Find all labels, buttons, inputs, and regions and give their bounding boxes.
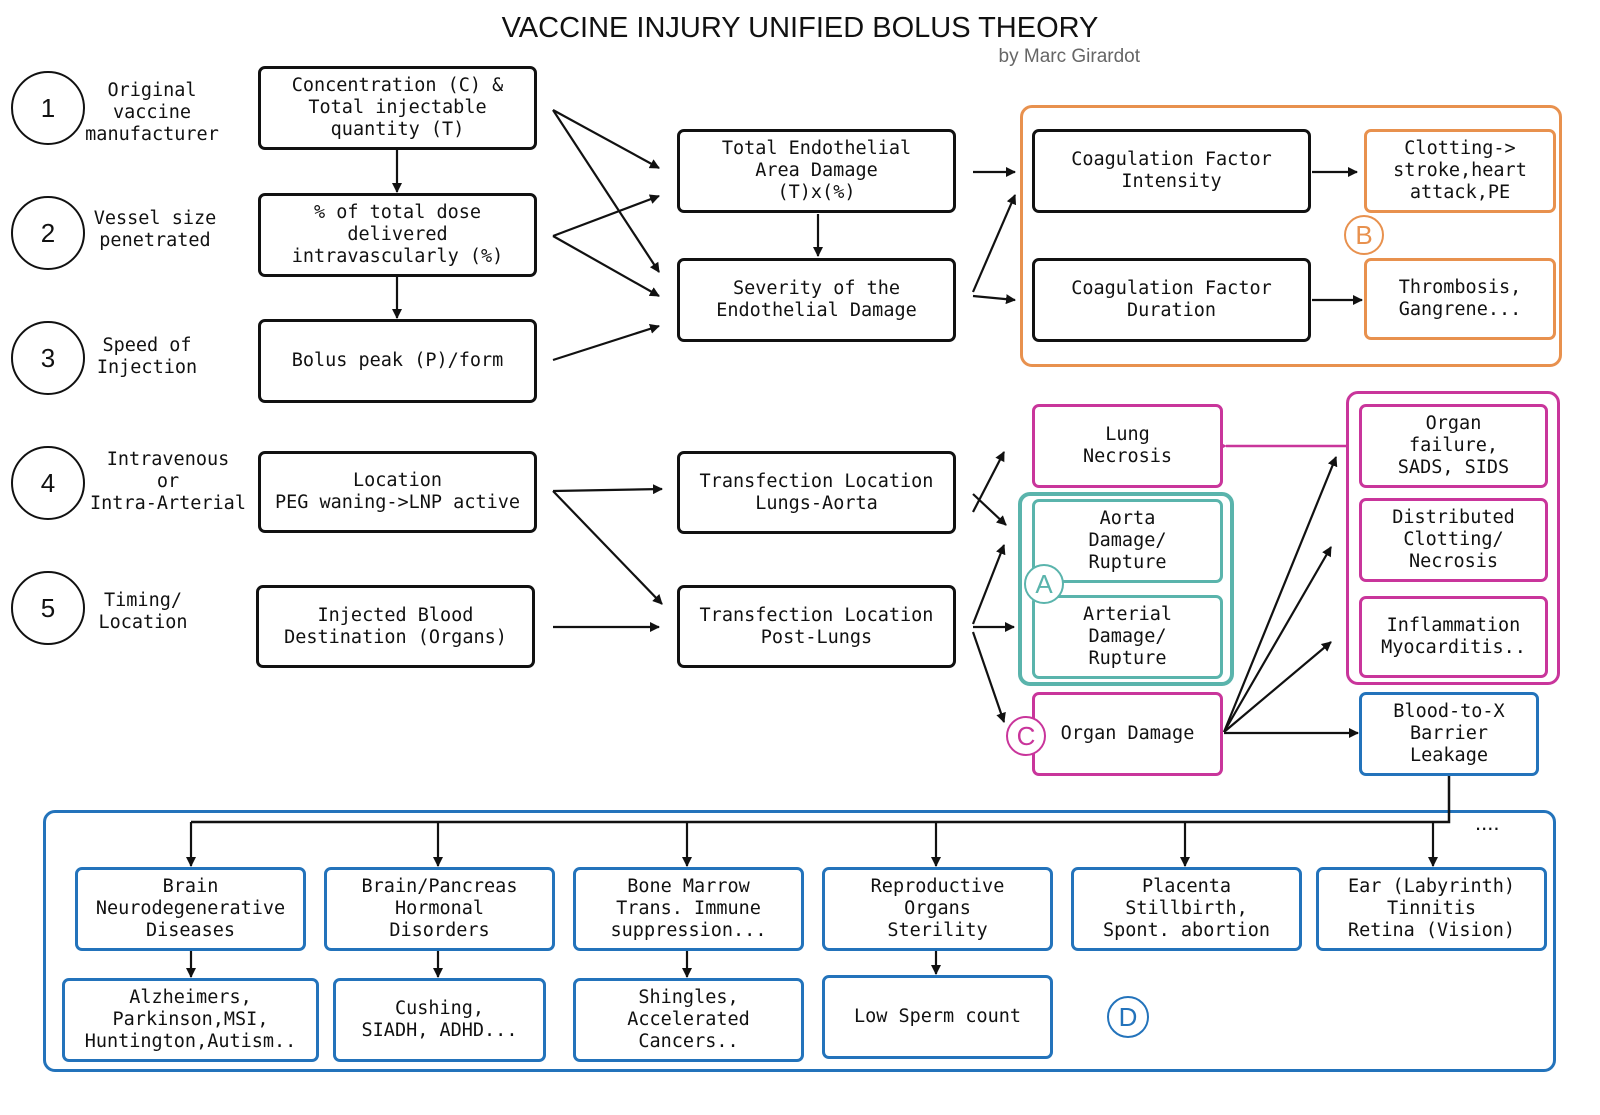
transfection-lungs-box: Transfection Location Lungs-Aorta [677,451,956,534]
clotting-outcome-box: Clotting-> stroke,heart attack,PE [1364,129,1556,213]
badge-b: B [1344,215,1384,255]
factor-1-label: Original vaccine manufacturer [85,80,219,145]
concentration-box: Concentration (C) & Total injectable qua… [258,66,537,150]
lung-necrosis-box: Lung Necrosis [1032,404,1223,488]
factor-5-number: 5 [11,571,85,645]
endothelial-severity-box: Severity of the Endothelial Damage [677,258,956,342]
outcome-brain-hormonal: Brain/Pancreas Hormonal Disorders [324,867,555,951]
diagram-author: by Marc Girardot [998,46,1140,67]
factor-1-number: 1 [11,71,85,145]
aorta-damage-box: Aorta Damage/ Rupture [1032,499,1223,583]
organ-failure-box: Organ failure, SADS, SIDS [1359,404,1548,488]
total-endothelial-area-box: Total Endothelial Area Damage (T)x(%) [677,129,956,213]
coagulation-group-b [1020,105,1562,367]
outcome-brain-neuro: Brain Neurodegenerative Diseases [75,867,306,951]
percent-dose-box: % of total dose delivered intravascularl… [258,193,537,277]
inflammation-box: Inflammation Myocarditis.. [1359,596,1548,678]
factor-2-label: Vessel size penetrated [93,208,217,251]
outcomes-group-d [43,810,1556,1072]
arterial-damage-box: Arterial Damage/ Rupture [1032,595,1223,679]
factor-5-label: Timing/ Location [98,590,188,633]
blood-barrier-leakage-box: Blood-to-X Barrier Leakage [1359,692,1539,776]
vascular-damage-group-a [1018,492,1234,686]
more-outcomes-ellipsis: .... [1475,810,1500,835]
transfection-post-lungs-box: Transfection Location Post-Lungs [677,585,956,668]
factor-3-label: Speed of Injection [96,335,198,378]
factor-2-number: 2 [11,196,85,270]
factor-3-number: 3 [11,321,85,395]
coagulation-duration-box: Coagulation Factor Duration [1032,258,1311,342]
coagulation-intensity-box: Coagulation Factor Intensity [1032,129,1311,213]
outcome-brain-neuro-diseases: Alzheimers, Parkinson,MSI, Huntington,Au… [62,978,319,1062]
outcome-ear-retina: Ear (Labyrinth) Tinnitis Retina (Vision) [1316,867,1547,951]
diagram-title: VACCINE INJURY UNIFIED BOLUS THEORY [501,12,1099,44]
bolus-peak-box: Bolus peak (P)/form [258,319,537,403]
factor-4-number: 4 [11,446,85,520]
outcome-reproductive: Reproductive Organs Sterility [822,867,1053,951]
location-box: Location PEG waning->LNP active [258,451,537,533]
organ-effects-group [1346,391,1560,685]
outcome-fertility-condition: Low Sperm count [822,975,1053,1059]
badge-c: C [1006,716,1046,756]
outcome-hormonal-conditions: Cushing, SIADH, ADHD... [333,978,546,1062]
blood-destination-box: Injected Blood Destination (Organs) [256,585,535,668]
organ-damage-box: Organ Damage [1032,692,1223,776]
distributed-clotting-box: Distributed Clotting/ Necrosis [1359,498,1548,582]
outcome-placenta: Placenta Stillbirth, Spont. abortion [1071,867,1302,951]
badge-d: D [1107,996,1149,1038]
outcome-bone-marrow: Bone Marrow Trans. Immune suppression... [573,867,804,951]
outcome-immune-conditions: Shingles, Accelerated Cancers.. [573,978,804,1062]
factor-4-label: Intravenous or Intra-Arterial [90,449,246,514]
badge-a: A [1024,564,1064,604]
thrombosis-outcome-box: Thrombosis, Gangrene... [1364,258,1556,340]
